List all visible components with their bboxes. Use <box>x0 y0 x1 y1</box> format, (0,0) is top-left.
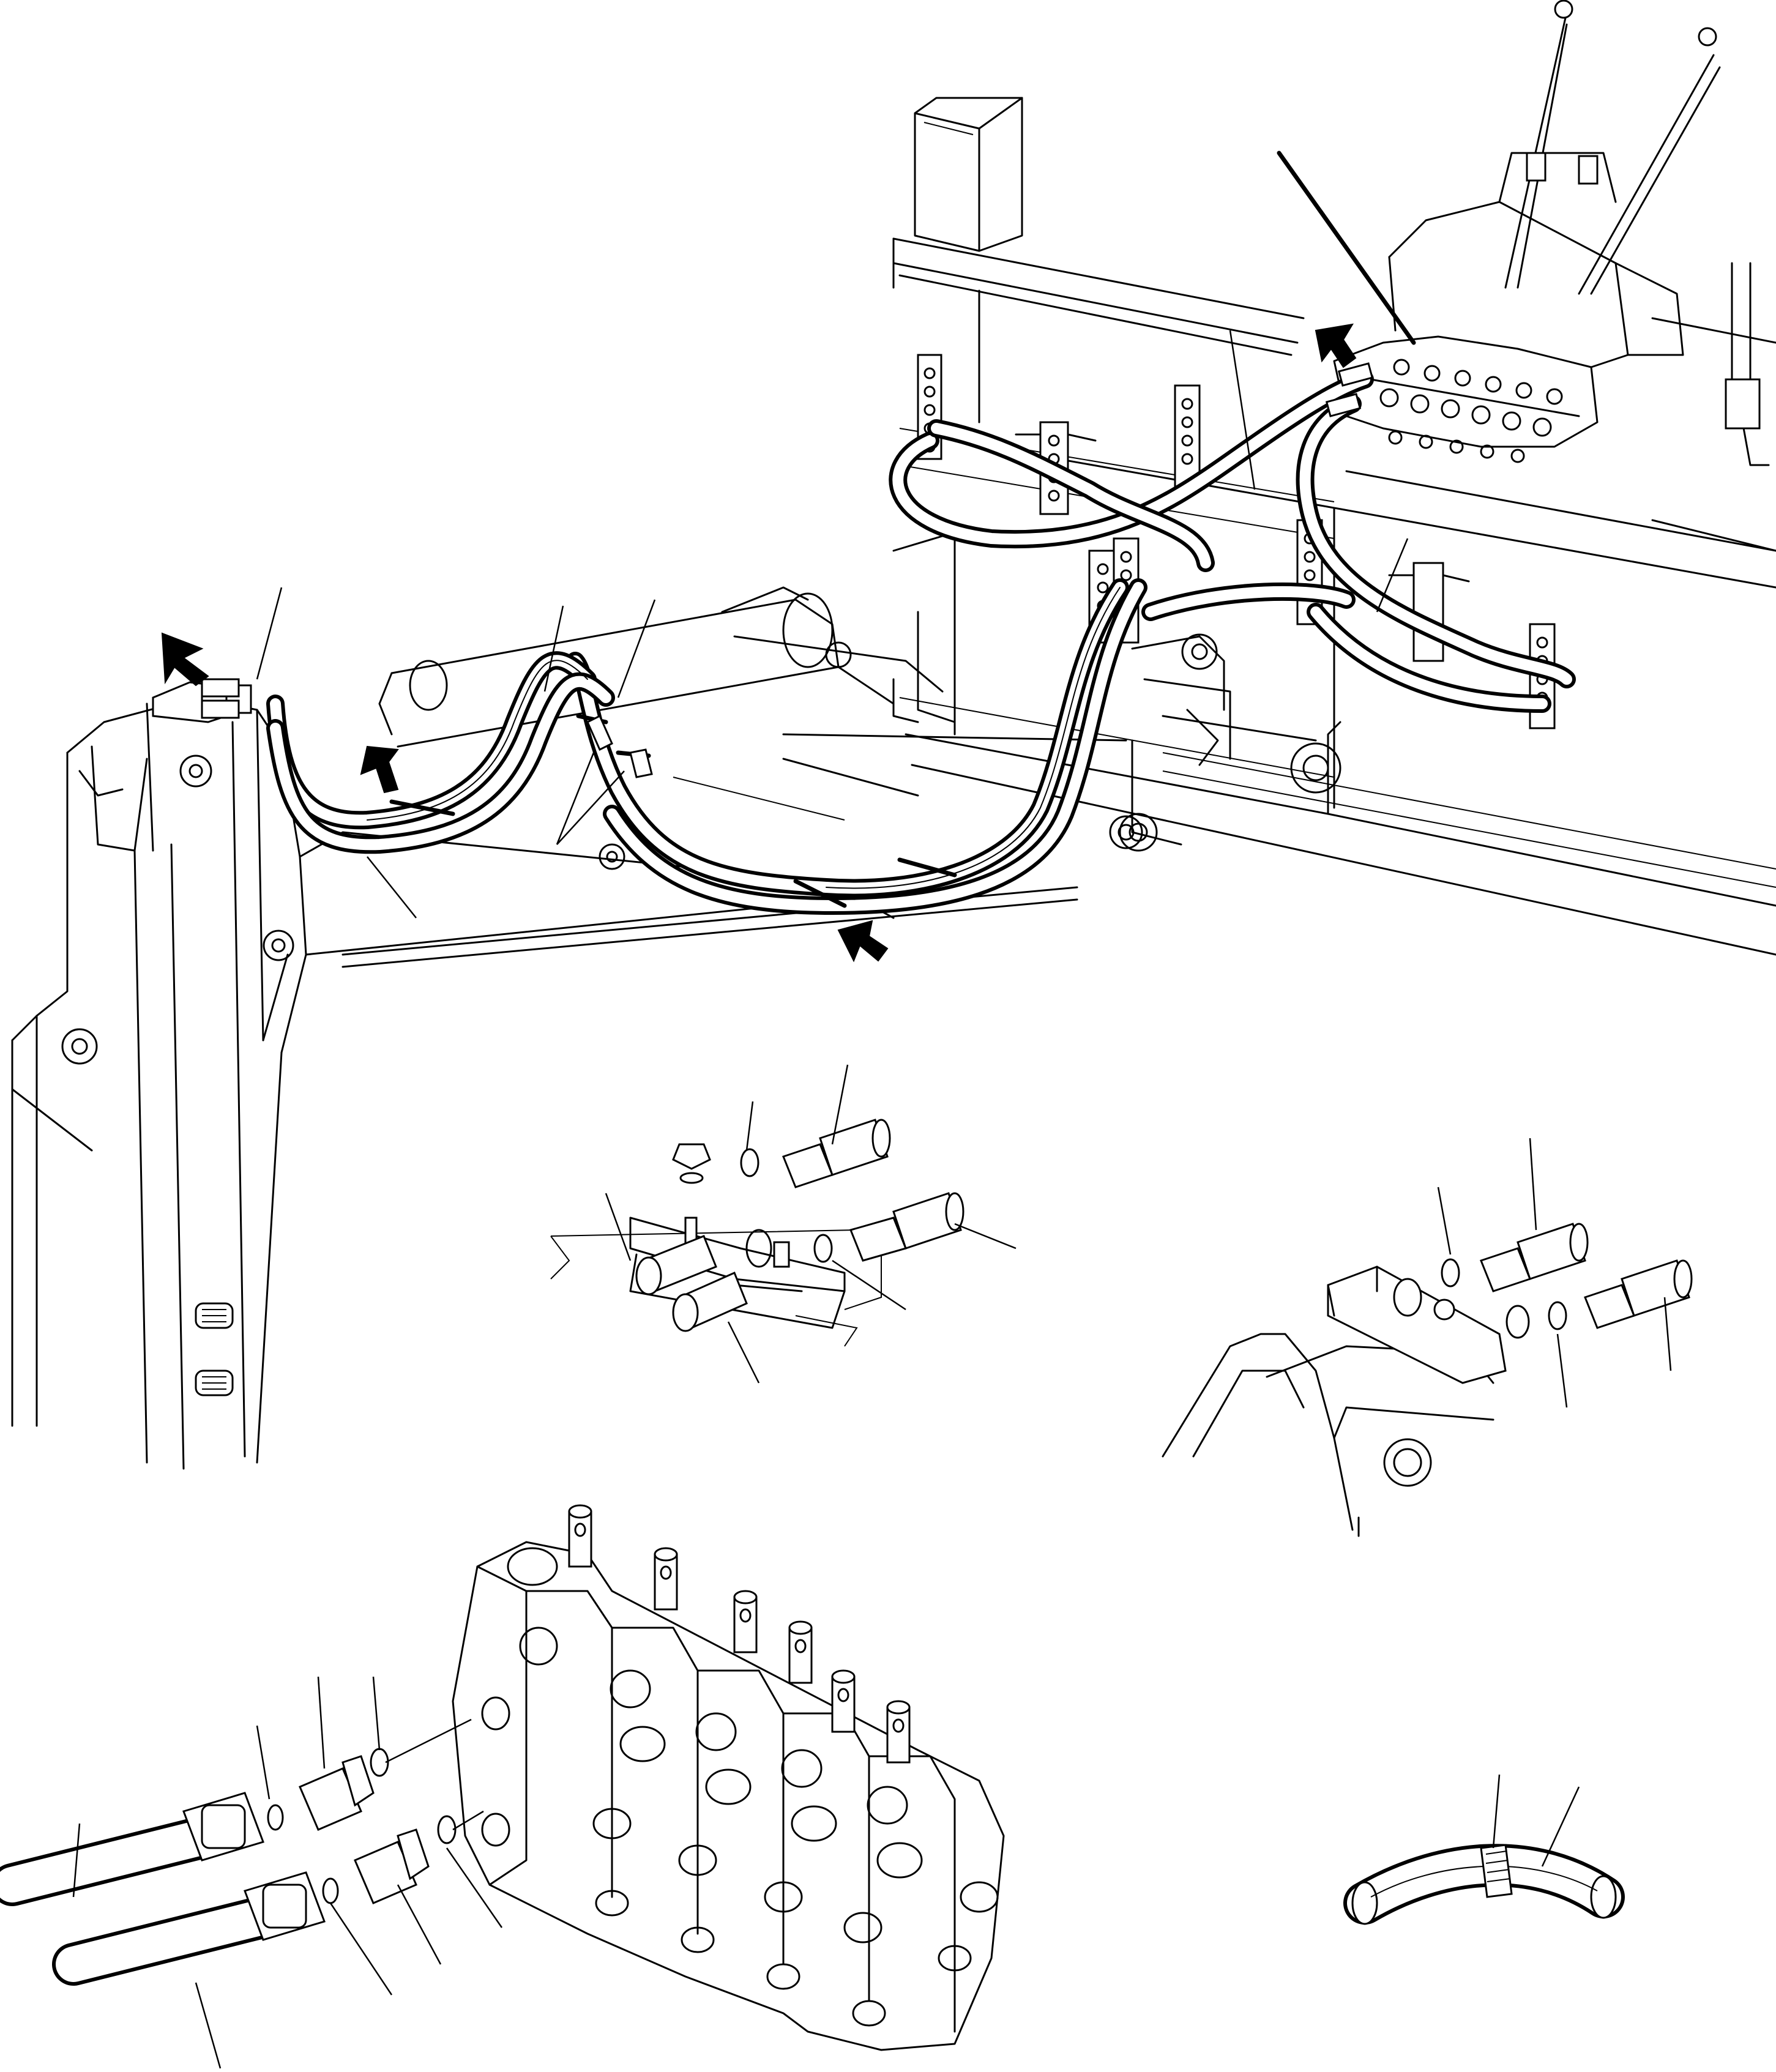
boom-arm <box>299 586 1143 968</box>
leader-lines-main <box>256 330 1409 919</box>
valve-spools <box>568 1504 911 1764</box>
detail-view-hose-clamp <box>1343 1774 1625 1925</box>
valve-ports <box>481 1547 999 2027</box>
hose-fitting-lower <box>813 1192 964 1263</box>
main-hose-routing-view <box>11 0 1776 1470</box>
detail-view-frame-block <box>1162 1138 1693 1537</box>
frame-post <box>914 97 1023 252</box>
boom-column <box>11 678 307 1470</box>
hose-fitting-upper <box>740 1119 891 1188</box>
detail-view-control-valve <box>0 1504 1005 2069</box>
valve-hose-upper <box>0 1718 472 1906</box>
frame-body <box>892 531 1341 852</box>
hydraulic-hoses-main <box>201 362 1576 915</box>
valve-hose-lower <box>52 1810 484 1986</box>
arrow-pointer-icon <box>161 323 1357 963</box>
control-valve-assembly-top <box>1277 0 1770 466</box>
detail-view-boom-block <box>550 1064 1017 1384</box>
